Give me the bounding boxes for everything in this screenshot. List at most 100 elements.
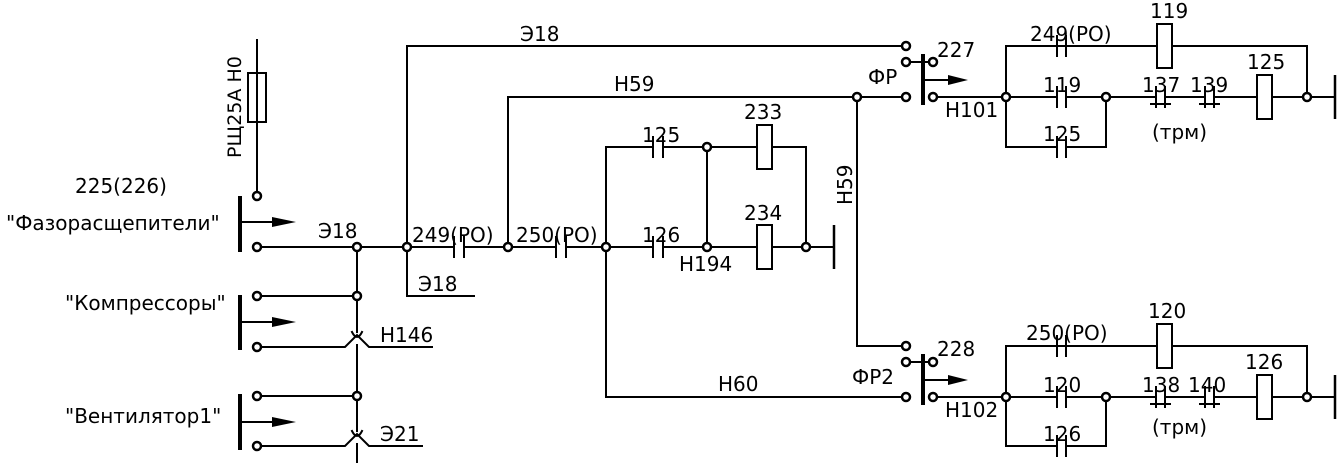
switch-fan1	[238, 394, 296, 450]
wire-e318-down	[406, 246, 475, 297]
label-234: 234	[744, 201, 782, 225]
label-125-a: 125	[642, 123, 680, 147]
wire-top-249	[1005, 45, 1158, 98]
contact-250-po-nc	[1051, 335, 1072, 357]
label-h60: Н60	[718, 372, 759, 396]
label-126-b: 126	[1043, 422, 1081, 446]
node	[1100, 391, 1112, 403]
label-233: 233	[744, 100, 782, 124]
label-fr: ФР	[868, 65, 897, 89]
node	[1301, 391, 1313, 403]
node	[701, 241, 713, 253]
label-e318-a: Э18	[318, 219, 357, 243]
left-bus	[350, 246, 364, 463]
node	[900, 391, 912, 403]
node	[502, 241, 514, 253]
label-119-top: 119	[1150, 0, 1188, 23]
wire-125-branch	[605, 146, 654, 248]
switch-compressors	[238, 295, 296, 350]
node	[351, 390, 363, 402]
label-249-po-top: 249(РО)	[1030, 22, 1112, 46]
node	[851, 91, 863, 103]
wire-233-return	[771, 146, 807, 248]
label-125-b: 125	[1043, 122, 1081, 146]
wire-125b-in	[1005, 96, 1058, 148]
node	[251, 241, 263, 253]
node	[351, 241, 363, 253]
label-trm-top: (трм)	[1152, 120, 1207, 144]
node	[251, 341, 263, 353]
label-fan1: "Вентилятор1"	[65, 404, 221, 428]
contact-249-po-nc	[1051, 35, 1072, 57]
fuse-ph-25a	[247, 39, 267, 197]
label-138: 138	[1142, 373, 1180, 397]
label-h194: Н194	[679, 252, 732, 276]
node	[900, 340, 912, 352]
label-139: 139	[1190, 73, 1228, 97]
wire-126b-out	[1065, 396, 1107, 447]
wire-h60	[605, 246, 907, 398]
label-phase-splitters: "Фазорасщепители"	[6, 211, 220, 235]
label-249-po: 249(РО)	[412, 223, 494, 247]
node	[1000, 91, 1012, 103]
wire-119-return	[1171, 45, 1308, 98]
wire-h59-to-fp2	[856, 296, 907, 347]
wire-bot-250	[1005, 345, 1158, 398]
wire-120-return	[1171, 345, 1308, 398]
label-fr2: ФР2	[852, 365, 894, 389]
switch-phase-splitters	[238, 196, 296, 252]
label-h102: Н102	[945, 398, 998, 422]
label-e318-b: Э18	[418, 272, 457, 296]
wire-e318-top	[406, 45, 907, 248]
label-120-contact: 120	[1043, 373, 1081, 397]
node	[900, 356, 912, 368]
node	[927, 91, 939, 103]
relay-233	[756, 124, 773, 170]
relay-126	[1256, 374, 1273, 420]
label-126-a: 126	[642, 223, 680, 247]
label-e321: Э21	[380, 422, 419, 446]
node	[251, 190, 263, 202]
junction-nodes	[251, 40, 1313, 452]
wire-126b-in	[1005, 396, 1058, 447]
node	[927, 56, 939, 68]
wire-h146	[256, 333, 433, 348]
node	[927, 356, 939, 368]
node	[251, 440, 263, 452]
fuse-label: РЩ25А Н0	[224, 56, 246, 158]
relay-125	[1256, 74, 1273, 120]
label-225-226: 225(226)	[75, 174, 167, 198]
node	[351, 290, 363, 302]
node	[251, 290, 263, 302]
label-137: 137	[1142, 73, 1180, 97]
label-e318-top: Э18	[520, 22, 559, 46]
wire-h59	[507, 96, 907, 248]
wire-125b-out	[1065, 96, 1107, 148]
node	[900, 40, 912, 52]
label-h59-vertical: Н59	[833, 165, 857, 206]
node	[900, 91, 912, 103]
label-227: 227	[937, 38, 975, 62]
node	[1100, 91, 1112, 103]
node	[927, 391, 939, 403]
node	[900, 56, 912, 68]
node	[1000, 391, 1012, 403]
label-h101: Н101	[945, 98, 998, 122]
label-140: 140	[1188, 373, 1226, 397]
label-250-po-bot: 250(РО)	[1026, 321, 1108, 345]
label-125-relay: 125	[1247, 50, 1285, 74]
wire-e321	[256, 432, 423, 447]
label-119-contact: 119	[1043, 73, 1081, 97]
label-120-top: 120	[1148, 299, 1186, 323]
node	[600, 241, 612, 253]
label-h59: Н59	[614, 72, 655, 96]
node	[1301, 91, 1313, 103]
node	[251, 390, 263, 402]
label-126-relay: 126	[1245, 350, 1283, 374]
node	[401, 241, 413, 253]
label-compressors: "Компрессоры"	[65, 291, 226, 315]
relay-120	[1156, 323, 1173, 369]
relay-234	[756, 224, 773, 270]
